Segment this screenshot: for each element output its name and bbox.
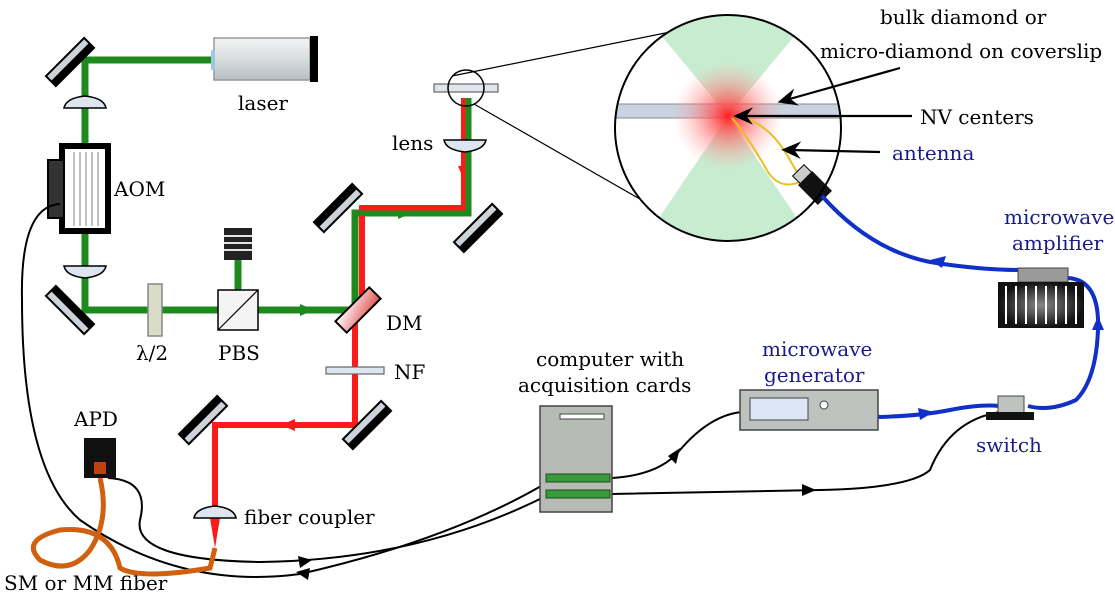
- label-antenna: antenna: [892, 141, 974, 165]
- label-sample-1: bulk diamond or: [880, 5, 1047, 29]
- mw-arrow-3: [918, 408, 934, 420]
- amplifier-icon: [998, 267, 1084, 328]
- beam-dump-icon: [224, 228, 252, 260]
- mirror-icon: [341, 399, 393, 451]
- label-amplifier-2: amplifier: [1012, 231, 1104, 255]
- label-generator-2: generator: [764, 363, 865, 387]
- red-arrow-2: [281, 419, 295, 431]
- label-computer-1: computer with: [536, 347, 684, 371]
- notch-filter-icon: [325, 366, 385, 375]
- label-apd: APD: [73, 407, 118, 431]
- label-nv-centers: NV centers: [920, 105, 1034, 129]
- label-pbs: PBS: [218, 341, 260, 365]
- label-dm: DM: [386, 311, 423, 335]
- label-laser: laser: [238, 91, 288, 115]
- microwave-cable: [820, 194, 1101, 419]
- label-aom: AOM: [113, 177, 165, 201]
- fiber-tip: [210, 518, 220, 548]
- label-half-wave: λ/2: [136, 341, 168, 365]
- label-switch: switch: [976, 433, 1042, 457]
- label-fiber-coupler: fiber coupler: [244, 505, 375, 529]
- mirror-icon: [177, 394, 229, 446]
- label-lens: lens: [392, 131, 433, 155]
- mw-arrow-2: [1092, 316, 1104, 330]
- mw-arrow-1: [930, 256, 946, 268]
- pbs-icon: [217, 289, 259, 331]
- mirror-icon: [452, 202, 504, 254]
- mirror-icon: [44, 284, 96, 336]
- label-generator-1: microwave: [762, 337, 872, 361]
- zoom-source-circle: [447, 69, 485, 107]
- laser-icon: [211, 36, 318, 82]
- switch-icon: [986, 395, 1034, 420]
- zoom-view: [614, 14, 842, 242]
- green-arrow-1: [300, 304, 314, 316]
- half-wave-plate-icon: [147, 283, 163, 337]
- signal-generator-icon: [739, 389, 879, 431]
- coverslip-icon: [433, 83, 499, 93]
- label-amplifier-1: microwave: [1004, 205, 1114, 229]
- computer-tower-icon: [539, 405, 613, 513]
- label-sample-2: micro-diamond on coverslip: [820, 39, 1102, 63]
- fiber-icon: [30, 477, 218, 577]
- label-nf: NF: [394, 360, 426, 384]
- mirror-icon: [44, 36, 96, 88]
- mirror-icon: [312, 182, 364, 234]
- photodiode-icon: [84, 438, 116, 478]
- lens-icon: [63, 95, 487, 519]
- dichroic-mirror-icon: [333, 285, 383, 335]
- label-fiber: SM or MM fiber: [4, 571, 168, 595]
- aom-icon: [47, 143, 111, 234]
- label-computer-2: acquisition cards: [518, 373, 691, 397]
